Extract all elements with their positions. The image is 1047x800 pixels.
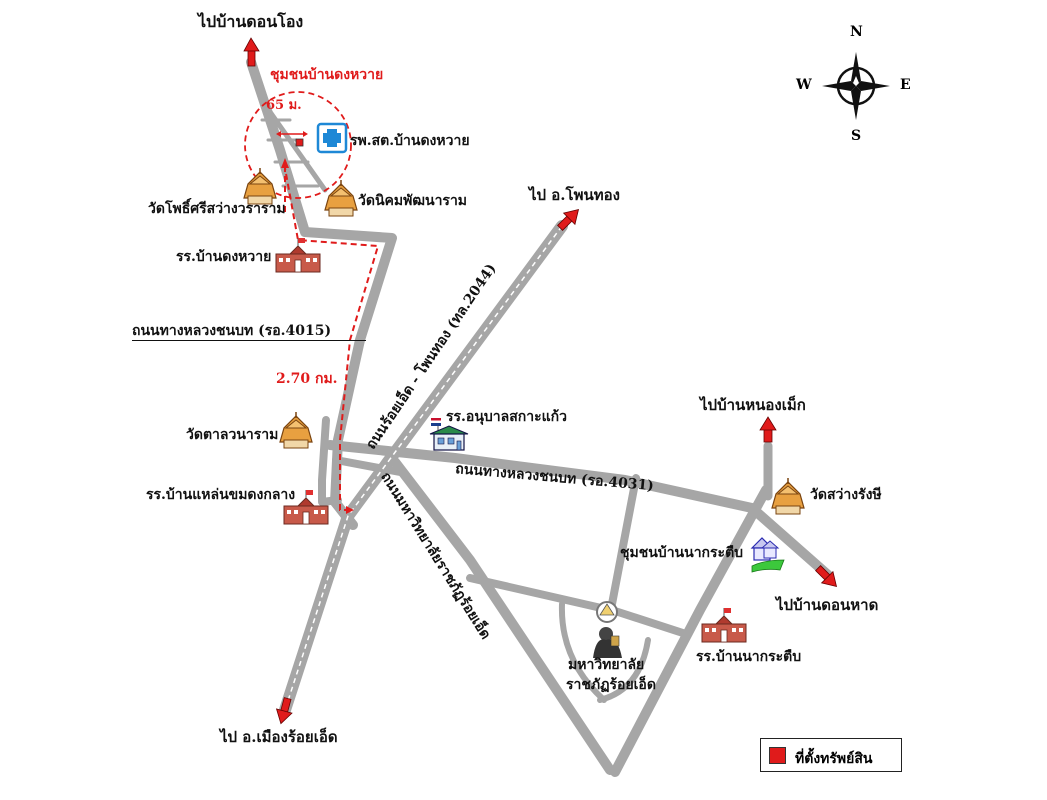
road-4015-leader-line [132, 340, 366, 341]
destination-north-label: ไปบ้านดอนโอง [198, 12, 304, 31]
wat-tala-label: วัดตาลวนาราม [186, 427, 279, 443]
hospital-label: รพ.สต.บ้านดงหวาย [350, 133, 470, 149]
compass-south-label: S [851, 128, 862, 144]
road-4015-label: ถนนทางหลวงชนบท (รอ.4015) [132, 323, 332, 339]
community-na-kra-tueb-label: ชุมชนบ้านนากระตืบ [620, 545, 744, 561]
road-2044-centerline [284, 225, 563, 711]
route-arrowhead-south [346, 506, 354, 514]
village-lane [260, 99, 328, 193]
road-4031 [325, 440, 833, 580]
compass-rose-icon [822, 52, 890, 120]
west-spur [318, 416, 342, 506]
temple-icon [279, 411, 313, 449]
legend-property-label: ที่ตั้งทรัพย์สิน [795, 751, 873, 767]
hospital-icon [316, 122, 348, 154]
destination-east-upper-label: ไปบ้านหนองเม็ก [700, 396, 806, 414]
temple-icon [771, 477, 805, 515]
community-icon [750, 537, 785, 573]
compass-east-label: E [900, 77, 911, 93]
school-anuban-label: รร.อนุบาลสกาะแก้ว [446, 409, 567, 425]
school-dong-hwai-label: รร.บ้านดงหวาย [176, 249, 272, 265]
arrow-north-icon [243, 37, 260, 67]
destination-northeast-label: ไป อ.โพนทอง [529, 186, 620, 204]
compass-north-label: N [850, 24, 863, 40]
school-icon [275, 237, 321, 273]
radius-distance-label: 65 ม. [266, 98, 302, 113]
destination-east-lower-label: ไปบ้านดอนหาด [776, 596, 879, 614]
route-distance-label: 2.70 กม. [276, 371, 338, 387]
map-legend: ที่ตั้งทรัพย์สิน [760, 738, 902, 772]
university-label-line2: ราชภัฏร้อยเอ็ด [566, 677, 656, 693]
school-icon [701, 607, 747, 643]
legend-property-swatch [769, 747, 786, 764]
wat-nikhom-label: วัดนิคมพัฒนาราม [358, 193, 468, 209]
wat-pho-si-label: วัดโพธิ์ศรีสว่างวราราม [148, 201, 286, 217]
university-emblem-icon [593, 601, 622, 658]
school-laen-khom-label: รร.บ้านแหล่นขมดงกลาง [146, 487, 296, 503]
university-label-line1: มหาวิทยาลัย [568, 657, 645, 673]
temple-icon [243, 167, 277, 205]
radius-circle [244, 91, 352, 199]
arrow-nong-mek-icon [759, 416, 777, 443]
compass-west-label: W [796, 77, 812, 93]
community-dong-hwai-label: ชุมชนบ้านดงหวาย [270, 67, 384, 83]
school-na-kra-tueb-label: รร.บ้านนากระตืบ [696, 649, 802, 665]
route-arrowhead-north [281, 158, 289, 168]
road-university [390, 457, 615, 775]
wat-sawang-label: วัดสว่างรังษี [810, 487, 882, 503]
route-to-property [284, 167, 380, 511]
property-location-marker[interactable] [295, 138, 304, 147]
arrow-northeast-icon [557, 208, 580, 231]
destination-south-label: ไป อ.เมืองร้อยเอ็ด [220, 728, 338, 746]
arrow-don-had-icon [815, 565, 838, 588]
temple-icon [324, 179, 358, 217]
kindergarten-icon [429, 418, 469, 451]
road-east-diagonal [610, 485, 771, 777]
arrow-south-icon [275, 697, 293, 725]
